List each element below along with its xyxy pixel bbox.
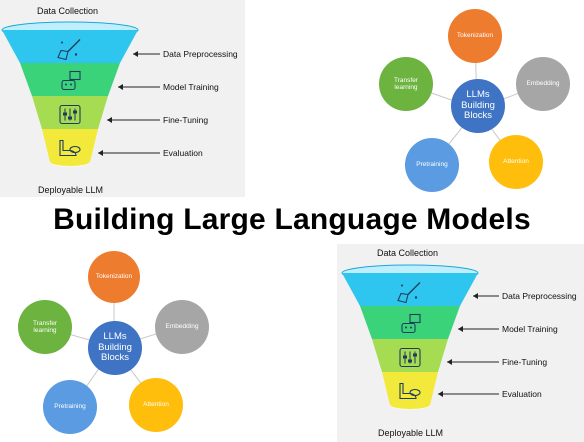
block-embedding: Embedding — [155, 300, 209, 354]
block-pretraining: Pretraining — [43, 380, 97, 434]
funnel-panel-top: Data Collection Data Preprocessing Model… — [0, 0, 245, 197]
funnel-bottom-label: Deployable LLM — [38, 185, 104, 195]
block-tokenization: Tokenization — [88, 251, 140, 303]
arrow-connector — [107, 117, 160, 123]
block-transfer-learning: Transfer learning — [379, 57, 433, 111]
funnel-top-label: Data Collection — [37, 6, 99, 16]
arrow-connector — [458, 326, 499, 332]
hand-icon — [399, 382, 421, 400]
block-embedding: Embedding — [516, 57, 570, 111]
block-center: LLMs Building Blocks — [88, 321, 142, 375]
funnel-panel-bottom: Data Collection Data Preprocessing Model… — [337, 244, 584, 442]
building-blocks-bottom: Tokenization Embedding Attention Pretrai… — [18, 250, 213, 437]
sliders-icon — [59, 104, 81, 125]
funnel-bottom-label: Deployable LLM — [378, 428, 444, 438]
funnel-graphic — [341, 264, 499, 410]
funnel-stage-label: Model Training — [502, 324, 558, 334]
block-tokenization: Tokenization — [448, 9, 502, 63]
funnel-stage — [42, 129, 98, 167]
funnel-stage — [382, 372, 438, 410]
funnel-stage-label: Data Preprocessing — [502, 291, 577, 301]
funnel-stage-label: Data Preprocessing — [163, 49, 238, 59]
arrow-connector — [447, 359, 499, 365]
funnel-stage-label: Fine-Tuning — [163, 115, 209, 125]
arrow-connector — [118, 84, 160, 90]
arrow-connector — [98, 150, 160, 156]
funnel-stage-label: Evaluation — [163, 148, 203, 158]
broom-icon — [57, 39, 81, 61]
page-title: Building Large Language Models — [53, 203, 531, 236]
funnel-stage-label: Evaluation — [502, 389, 542, 399]
funnel-stage-label: Model Training — [163, 82, 219, 92]
broom-icon — [397, 282, 421, 304]
block-attention: Attention — [489, 135, 543, 189]
arrow-connector — [473, 293, 499, 299]
funnel-graphic — [1, 21, 160, 167]
building-blocks-top: Tokenization Embedding Attention Pretrai… — [378, 4, 584, 196]
arrow-connector — [438, 391, 499, 397]
funnel-stage-label: Fine-Tuning — [502, 357, 548, 367]
block-transfer-learning: Transfer learning — [18, 300, 72, 354]
block-attention: Attention — [129, 378, 183, 432]
block-pretraining: Pretraining — [405, 138, 459, 192]
funnel-top-label: Data Collection — [377, 248, 439, 258]
block-center: LLMs Building Blocks — [451, 79, 505, 133]
robot-icon — [61, 70, 81, 91]
arrow-connector — [133, 51, 160, 57]
sliders-icon — [399, 347, 421, 368]
robot-icon — [401, 313, 421, 334]
hand-icon — [59, 139, 81, 157]
